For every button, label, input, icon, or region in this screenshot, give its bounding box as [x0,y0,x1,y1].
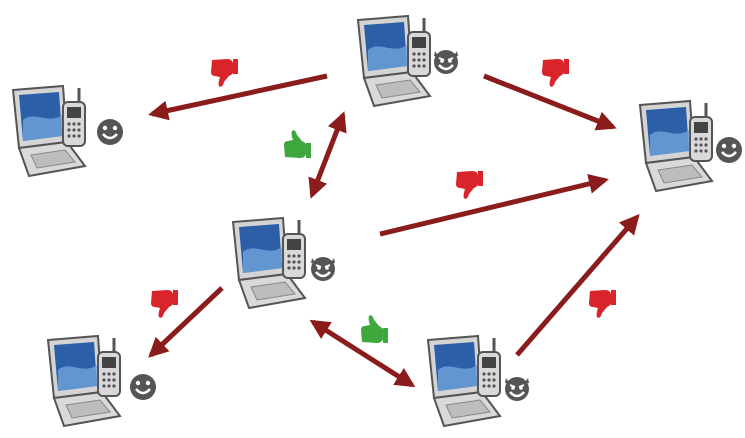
link-top-center-two-way [308,111,347,199]
node-bottom-right [426,334,531,428]
laptop-phone-icon [638,99,714,193]
link-center-bottom-right-two-way [309,319,416,388]
link-center-to-right [379,174,609,237]
link-top-to-right [483,73,617,131]
smiley-face-icon [128,372,158,402]
thumbs-down-icon [589,290,616,318]
thumbs-up-icon [284,130,311,158]
thumbs-up-icon [361,315,388,343]
laptop-phone-icon [46,334,122,428]
node-right [638,99,744,193]
thumbs-down-icon [151,290,178,318]
node-center [231,216,337,310]
devil-face-icon [432,48,460,76]
devil-face-icon [309,255,337,283]
node-bottom-left [46,334,158,428]
smiley-face-icon [95,117,125,147]
link-center-to-bottom-left [148,286,224,358]
laptop-phone-icon [426,334,502,428]
devil-face-icon [503,375,531,403]
thumbs-down-icon [211,59,238,87]
link-bottom-right-to-right [515,213,640,357]
laptop-phone-icon [11,84,87,178]
thumbs-down-icon [456,171,483,199]
node-left [11,84,125,178]
laptop-phone-icon [356,14,432,108]
laptop-phone-icon [231,216,307,310]
links [148,73,640,388]
smiley-face-icon [714,135,744,165]
thumbs-down-icon [542,59,569,87]
link-top-to-left [148,73,328,121]
node-top [356,14,460,108]
